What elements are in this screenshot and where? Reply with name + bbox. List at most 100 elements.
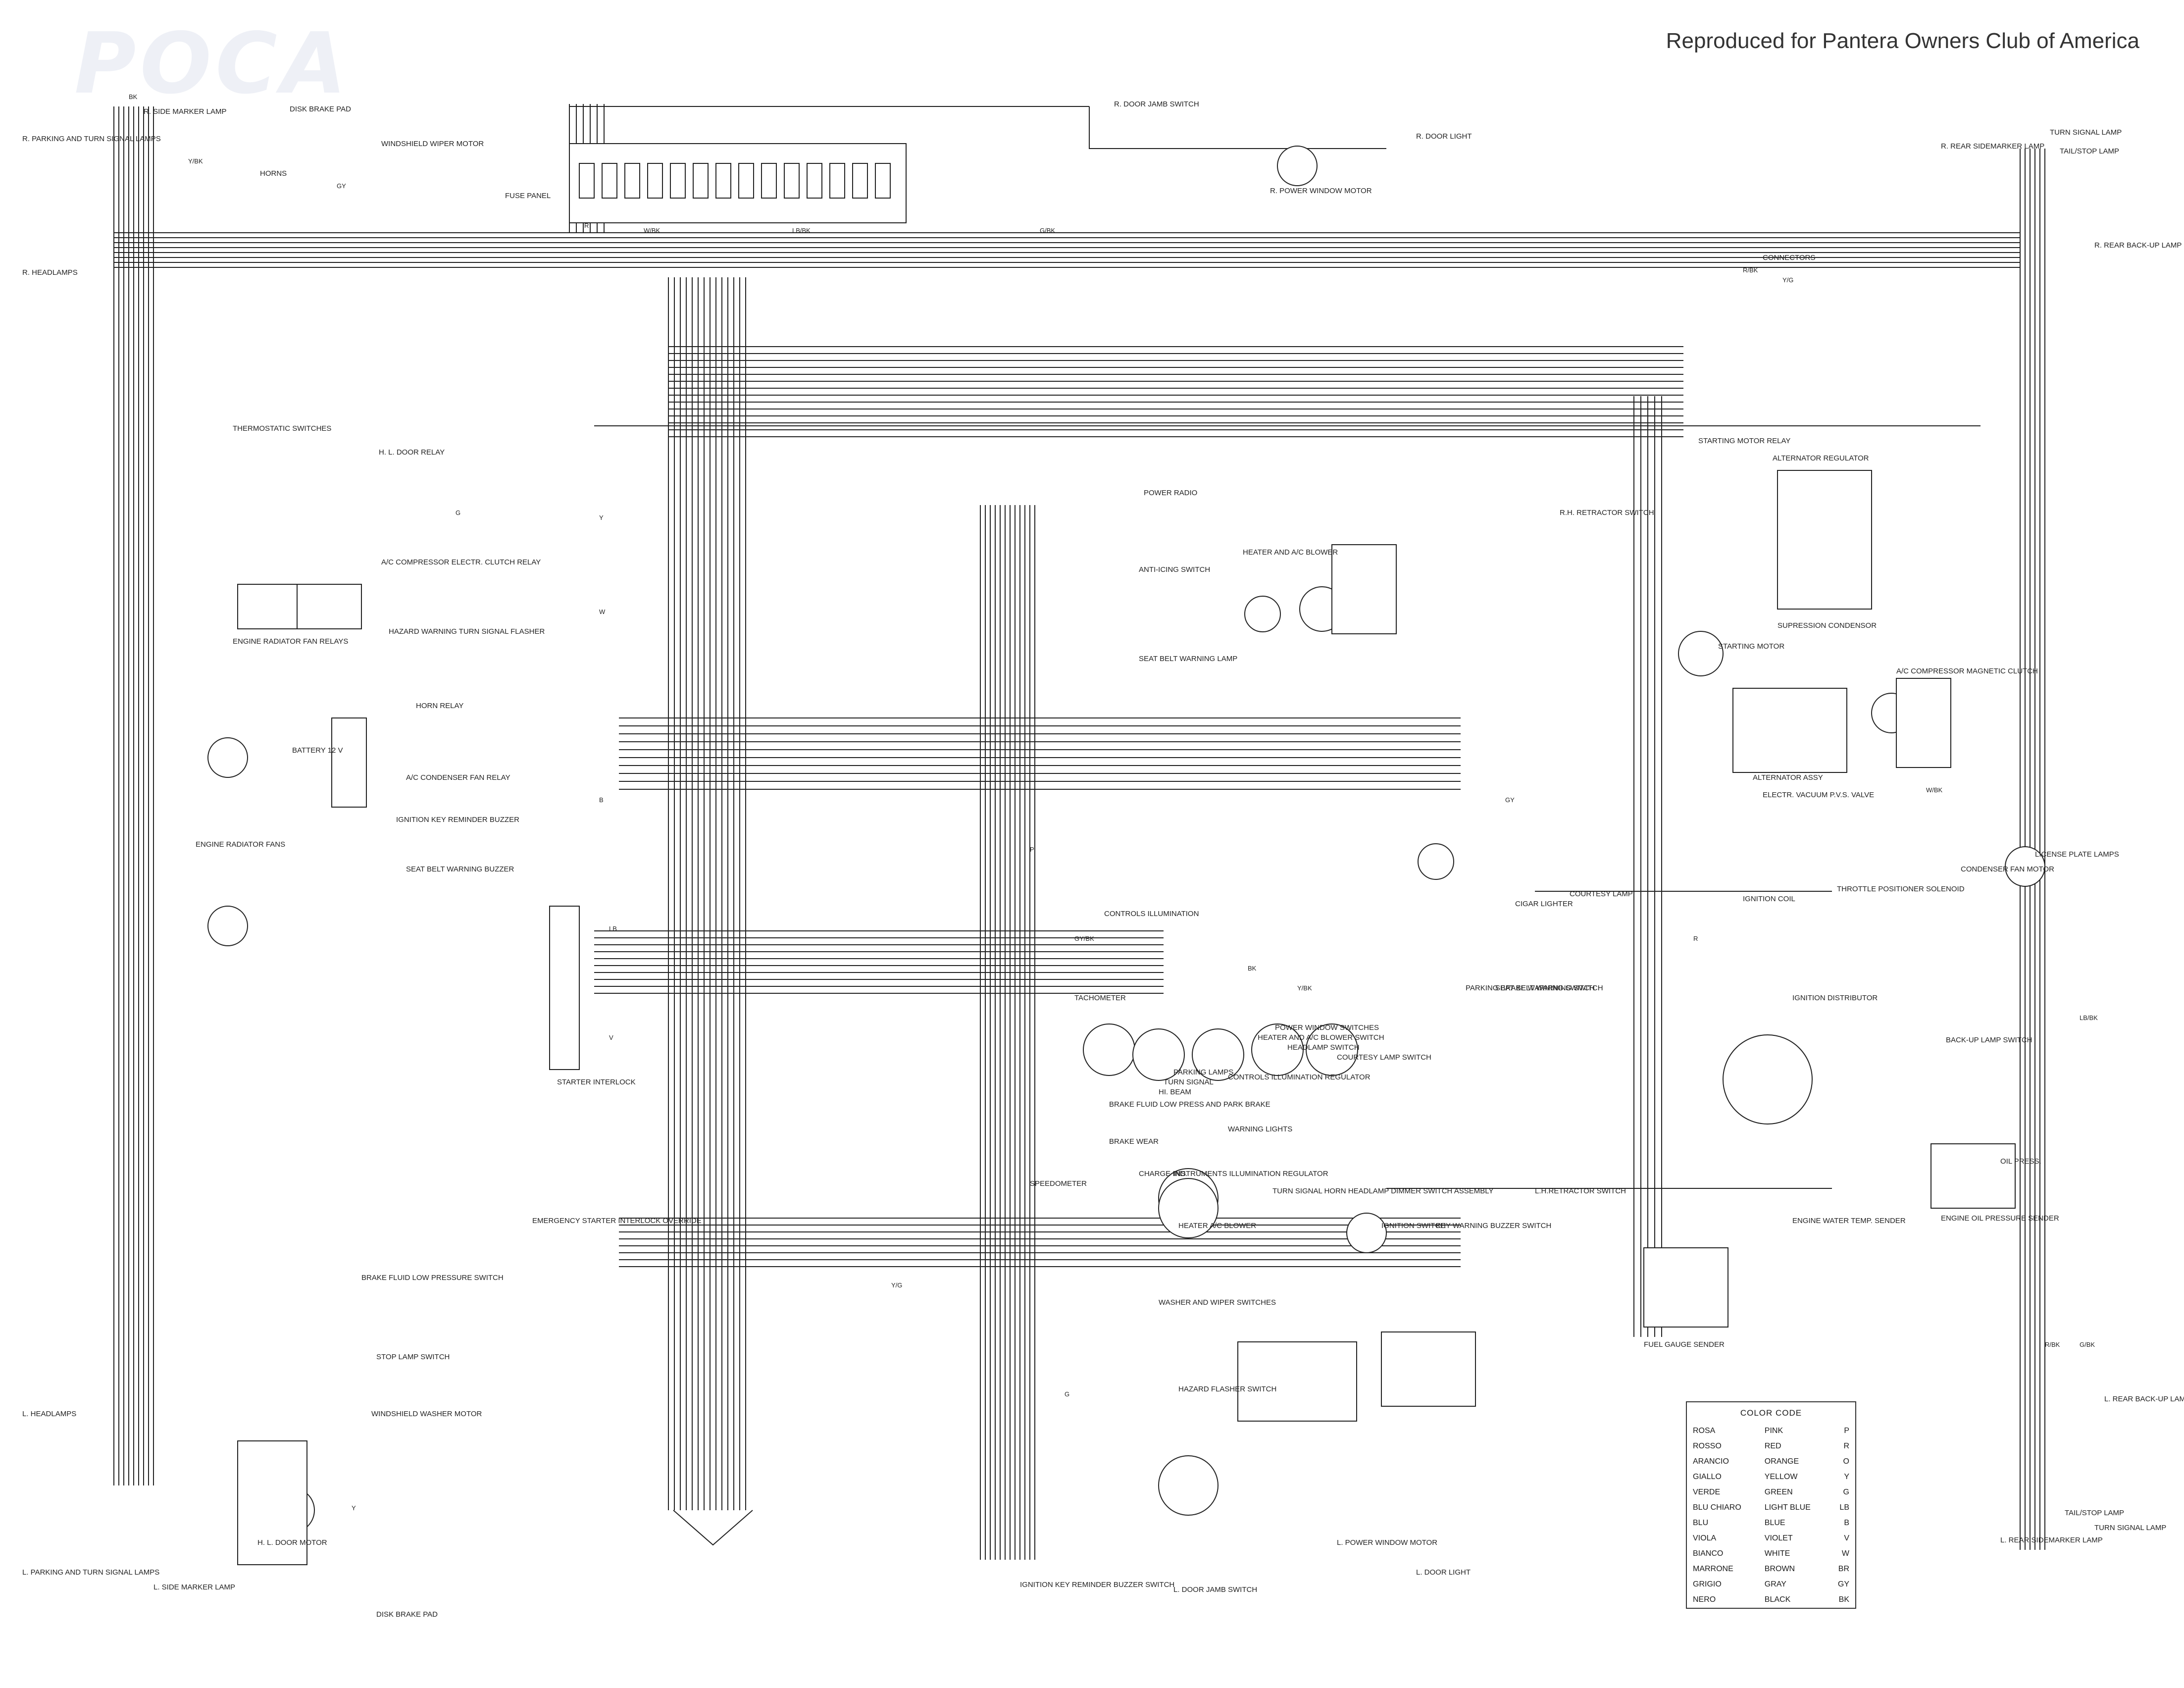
component-label-heater-blower-switch: HEATER AND A/C BLOWER SWITCH bbox=[1258, 1033, 1384, 1042]
wire-code: Y bbox=[352, 1504, 356, 1512]
component-box bbox=[624, 163, 640, 199]
component-label-headlamp-switch: HEADLAMP SWITCH bbox=[1287, 1043, 1360, 1052]
component-label-oil-press: OIL PRESS. bbox=[2000, 1157, 2041, 1166]
component-box bbox=[670, 163, 686, 199]
legend-cell-code: R bbox=[1843, 1441, 1849, 1450]
component-label-brake-fluid-low: BRAKE FLUID LOW PRESS AND PARK BRAKE bbox=[1109, 1100, 1270, 1109]
component-label-seat-belt-switch: SEAT BELT WARNING SWITCH bbox=[1495, 984, 1603, 992]
component-label-starting-motor: STARTING MOTOR bbox=[1718, 642, 1784, 651]
component-label-thermostatic-switches: THERMOSTATIC SWITCHES bbox=[233, 424, 331, 433]
component-label-horn-relay: HORN RELAY bbox=[416, 702, 463, 710]
component-circle bbox=[1158, 1455, 1219, 1516]
component-label-key-warning-buzzer-switch: KEY WARNING BUZZER SWITCH bbox=[1436, 1222, 1551, 1230]
component-label-brake-wear: BRAKE WEAR bbox=[1109, 1137, 1159, 1146]
component-label-courtesy-lamp: COURTESY LAMP bbox=[1570, 890, 1633, 898]
component-box bbox=[715, 163, 731, 199]
component-label-license-plate-lamps: LICENSE PLATE LAMPS bbox=[2035, 850, 2119, 859]
component-label-engine-oil-pressure: ENGINE OIL PRESSURE SENDER bbox=[1941, 1214, 2059, 1223]
wire-code: P bbox=[1030, 846, 1034, 853]
legend-cell-en: BLUE bbox=[1764, 1518, 1785, 1527]
component-label-washer-wiper-switches: WASHER AND WIPER SWITCHES bbox=[1159, 1298, 1276, 1307]
component-label-power-window-switches: POWER WINDOW SWITCHES bbox=[1275, 1023, 1379, 1032]
component-symbols bbox=[207, 143, 2045, 1565]
component-box bbox=[784, 163, 800, 199]
component-label-hl-door-motor: H. L. DOOR MOTOR bbox=[257, 1538, 327, 1547]
component-label-parking-lamps: PARKING LAMPS bbox=[1173, 1068, 1233, 1076]
wire-code: Y/G bbox=[891, 1281, 902, 1289]
wire-code: LB/BK bbox=[2080, 1014, 2098, 1022]
component-label-courtesy-lamp-switch: COURTESY LAMP SWITCH bbox=[1337, 1053, 1431, 1062]
legend-cell-en: VIOLET bbox=[1764, 1534, 1793, 1542]
component-circle bbox=[207, 737, 248, 778]
component-label-windshield-washer-motor: WINDSHIELD WASHER MOTOR bbox=[371, 1410, 482, 1418]
wire-code: BK bbox=[129, 93, 138, 101]
wire-harness bbox=[113, 104, 2045, 1560]
component-label-r-rear-backup: R. REAR BACK-UP LAMP bbox=[2094, 241, 2182, 250]
legend-cell-it: VERDE bbox=[1693, 1487, 1721, 1496]
component-box bbox=[1777, 470, 1872, 610]
legend-cell-en: BROWN bbox=[1764, 1564, 1795, 1573]
wire-code: R/BK bbox=[1743, 266, 1758, 274]
wire-code: R bbox=[1693, 935, 1698, 942]
component-circle bbox=[1251, 1023, 1304, 1076]
component-label-l-power-window: L. POWER WINDOW MOTOR bbox=[1337, 1538, 1437, 1547]
component-label-backup-lamp-switch: BACK-UP LAMP SWITCH bbox=[1946, 1036, 2032, 1044]
component-box bbox=[807, 163, 822, 199]
legend-cell-code: G bbox=[1843, 1487, 1849, 1496]
component-label-turn-signal-lamp-l: TURN SIGNAL LAMP bbox=[2094, 1524, 2166, 1532]
component-label-stop-lamp-switch: STOP LAMP SWITCH bbox=[376, 1353, 450, 1361]
wire-code: W bbox=[599, 608, 606, 615]
legend-cell-en: RED bbox=[1764, 1441, 1781, 1450]
component-box bbox=[237, 584, 303, 629]
legend-cell-en: PINK bbox=[1764, 1426, 1783, 1435]
component-label-tail-stop-lamp-l: TAIL/STOP LAMP bbox=[2065, 1509, 2124, 1517]
component-label-r-rear-sidemarker: R. REAR SIDEMARKER LAMP bbox=[1941, 142, 2044, 151]
component-box bbox=[1237, 1341, 1357, 1422]
component-box bbox=[602, 163, 617, 199]
component-label-vacuum-valve: ELECTR. VACUUM P.V.S. VALVE bbox=[1763, 791, 1874, 799]
component-box bbox=[1643, 1247, 1728, 1328]
component-box bbox=[761, 163, 777, 199]
poca-watermark: POCA bbox=[74, 15, 351, 113]
component-box bbox=[1896, 678, 1951, 768]
component-circle bbox=[1418, 843, 1454, 880]
component-box bbox=[647, 163, 663, 199]
component-label-r-power-window: R. POWER WINDOW MOTOR bbox=[1270, 187, 1372, 195]
component-circle bbox=[1723, 1034, 1813, 1125]
component-circle bbox=[1277, 146, 1318, 186]
component-label-r-door-jamb: R. DOOR JAMB SWITCH bbox=[1114, 100, 1199, 108]
component-label-warning-lights: WARNING LIGHTS bbox=[1228, 1125, 1292, 1133]
legend-cell-it: BIANCO bbox=[1693, 1549, 1724, 1558]
legend-cell-en: BLACK bbox=[1764, 1595, 1791, 1604]
component-label-engine-radiator-fans: ENGINE RADIATOR FANS bbox=[196, 840, 285, 849]
component-label-turn-signal: TURN SIGNAL bbox=[1164, 1078, 1214, 1086]
component-circle bbox=[1346, 1213, 1387, 1253]
legend-cell-it: GIALLO bbox=[1693, 1472, 1722, 1481]
wire-code: R/BK bbox=[2045, 1341, 2060, 1348]
component-label-l-parking-turn: L. PARKING AND TURN SIGNAL LAMPS bbox=[22, 1568, 159, 1577]
component-circle bbox=[2005, 846, 2045, 887]
component-circle bbox=[1306, 1023, 1358, 1076]
component-label-brake-fluid-low-switch: BRAKE FLUID LOW PRESSURE SWITCH bbox=[361, 1274, 504, 1282]
legend-cell-code: O bbox=[1843, 1457, 1849, 1466]
component-box bbox=[331, 717, 367, 808]
component-label-l-rear-backup: L. REAR BACK-UP LAMP bbox=[2104, 1395, 2184, 1403]
legend-cell-code: V bbox=[1844, 1534, 1849, 1542]
component-label-l-door-jamb: L. DOOR JAMB SWITCH bbox=[1173, 1586, 1257, 1594]
component-label-seat-belt-lamp: SEAT BELT WARNING LAMP bbox=[1139, 655, 1237, 663]
wire-code: G/BK bbox=[2080, 1341, 2095, 1348]
component-label-battery: BATTERY 12 V bbox=[292, 746, 343, 755]
legend-cell-it: ROSA bbox=[1693, 1426, 1716, 1435]
component-label-ac-condenser-fan-relay: A/C CONDENSER FAN RELAY bbox=[406, 773, 510, 782]
legend-cell-it: ARANCIO bbox=[1693, 1457, 1729, 1466]
component-label-alternator-regulator: ALTERNATOR REGULATOR bbox=[1773, 454, 1869, 462]
component-label-controls-illum-regulator: CONTROLS ILLUMINATION REGULATOR bbox=[1228, 1073, 1371, 1081]
